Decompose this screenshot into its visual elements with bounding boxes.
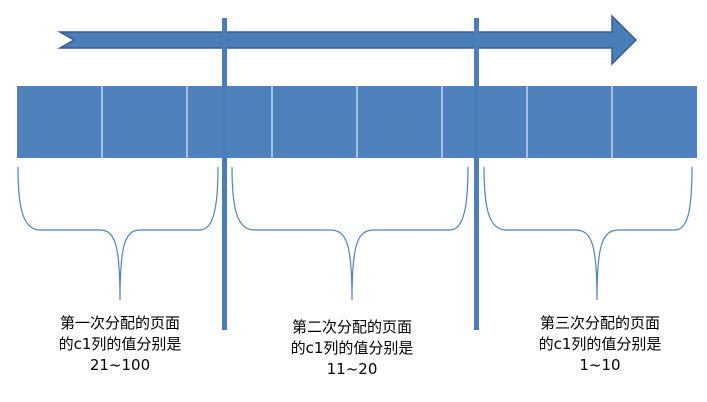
allocation-divider-line-2 (474, 18, 479, 330)
page-dividers (101, 86, 613, 158)
allocation-divider-line-1 (222, 18, 227, 330)
allocation-range: 11~20 (326, 360, 378, 378)
allocation-range: 21~100 (89, 356, 151, 374)
allocation-brace-1 (17, 166, 219, 301)
allocation-label-line2: 的c1列的值分别是 (58, 335, 182, 353)
allocation-label-line2: 的c1列的值分别是 (538, 335, 662, 353)
allocation-label-line1: 第二次分配的页面 (291, 318, 412, 336)
allocation-brace-3 (483, 166, 693, 301)
direction-arrow (57, 14, 638, 66)
allocation-label-line1: 第一次分配的页面 (59, 314, 180, 332)
allocation-label-1: 第一次分配的页面 的c1列的值分别是 21~100 (40, 313, 200, 376)
page-strip (17, 86, 697, 158)
allocation-label-line2: 的c1列的值分别是 (290, 339, 414, 357)
allocation-brace-2 (231, 166, 469, 301)
allocation-label-3: 第三次分配的页面 的c1列的值分别是 1~10 (510, 313, 690, 376)
allocation-braces (17, 166, 693, 301)
allocation-range: 1~10 (579, 356, 621, 374)
allocation-label-2: 第二次分配的页面 的c1列的值分别是 11~20 (262, 317, 442, 380)
allocation-label-line1: 第三次分配的页面 (539, 314, 660, 332)
